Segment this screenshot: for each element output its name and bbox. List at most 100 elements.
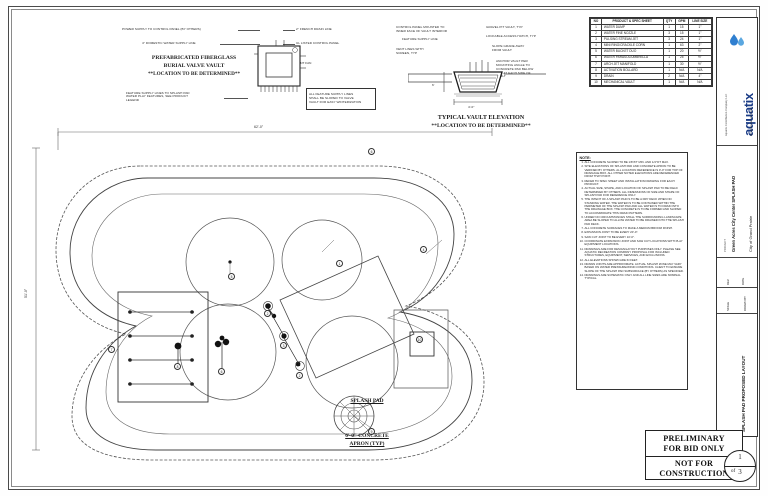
vault-detail-title-1: PREFABRICATED FIBERGLASS [151,55,237,61]
supply-line-note-text: ALL FEATURE SUPPLY LINES SHALL BE SLOPED… [309,92,362,105]
dim-vault-width: 4'-0" [468,105,475,109]
sheet-number-badge: 1 3 of [724,450,756,482]
callout-marker[interactable]: 2 [296,372,303,379]
note-item: SAW CUT JOINT TO BE EVERY 10'-0". [585,235,685,239]
plan-graphic [32,128,493,461]
label-apron-line1: 6'-0" CONCRETE [345,433,389,439]
date-label-text: DATE [741,277,745,285]
callout-marker[interactable]: 6 [218,368,225,375]
note-item: UNDER NO CIRCUMSTANCES SHALL THE SURROUN… [585,215,685,226]
revision-cell: REV DATE [717,258,757,288]
callout-slope-grade: SLOPE GRADE AWAY FROM VAULT [492,44,525,52]
callout-marker[interactable]: 9 [368,428,375,435]
company-logo-block: aquatix by landscape structures Aquatix … [717,18,757,146]
callout-feature-supply: FEATURE SUPPLY LINE [402,37,438,41]
sheet-of-label: of [731,469,736,474]
leader-line [283,30,295,31]
dim-horizontal-text: 62'-0" [254,125,264,129]
project-info-cell: Green Acres City Center SPLASH PAD City … [717,146,757,258]
notes-list: ALL CONCRETE SLOPED TO BE 1/8"/FT MIN. A… [585,160,685,281]
callout-marker[interactable]: 4 [420,246,427,253]
supply-line-note-box: ALL FEATURE SUPPLY LINES SHALL BE SLOPED… [306,88,376,110]
aquatix-logo-tagline: by landscape structures [750,107,753,136]
general-notes-block: NOTE: ALL CONCRETE SLOPED TO BE 1/8"/FT … [576,152,688,390]
callout-feature-supply-lines: FEATURE SUPPLY LINES TO SPLASH PAD WATER… [126,91,190,102]
callout-marker[interactable]: 1 [336,260,343,267]
stamp-line-1: PRELIMINARY [663,434,725,443]
project-name-text: Green Acres City Center SPLASH PAD [731,175,736,252]
spec-cell-qty: 1 [662,78,676,87]
sheet-of-value: 3 [738,468,742,476]
callout-control-panel: UL LISTED CONTROL PANEL [296,41,340,45]
leader-line [224,98,248,99]
note-item: ALL ELEVATIONS SHOWN ARE IN FEET. [585,258,685,262]
label-splash-pad: SPLASH PAD [350,398,384,404]
note-item: DRAWINGS ARE SCHEMATIC ONLY AND ALL LINE… [585,274,685,281]
note-item: EXPANSION JOINT TO BE EVERY 20'-0". [585,230,685,234]
vault-plan-detail: POWER SUPPLY TO CONTROL PANEL (BY OTHERS… [120,22,380,122]
vault-detail-title-2: BURIAL VALVE VAULT [163,63,225,69]
spec-cell-no: 10 [590,78,602,87]
spec-cell-name: MECHANICAL VAULT [600,78,664,87]
note-item: THE INTENT OF A SPLASH PAD IS TO BE A DR… [585,198,685,215]
vault-detail-title-3: **LOCATION TO BE DETERMINED** [147,71,241,77]
leader-line [238,30,260,31]
vault-elev-title-1: TYPICAL VAULT ELEVATION [437,114,525,121]
vault-box-graphic [254,40,306,92]
leader-line [220,43,260,45]
callout-gravel-pit: GRAVEL PIT VAULT, TYP [486,25,523,29]
vault-elevation-detail: CONTROL PANEL MOUNTED TO INNER FACE OF V… [396,22,572,129]
sheet-number-value: 1 [738,453,742,461]
client-name-text: City of Grand Prairie [748,215,753,252]
label-apron-line2: APRON (TYP) [349,441,385,447]
vault-elev-title-2: **LOCATION TO BE DETERMINED** [431,123,531,129]
callout-marker[interactable]: 2 [264,310,271,317]
dim-vault-depth: 6' [432,83,435,87]
company-sub-text: Aquatix Contribution Company LLC [725,93,728,136]
leader-line [283,43,295,45]
sheet-title-text: SPLASH PAD PROPOSED LAYOUT [741,355,746,432]
callout-marker[interactable]: 10 [416,336,423,343]
sheet-title-cell: SPLASH PAD PROPOSED LAYOUT [717,314,757,438]
stamp-line-3: NOT FOR [674,459,714,468]
callout-control-panel-mounted: CONTROL PANEL MOUNTED TO INNER FACE OF V… [396,25,448,33]
splash-pad-plan-view: 1 5 8 6 3 2 2 9 4 10 7 6 SPLASH PAD 6'-0… [22,120,572,470]
callout-marker[interactable]: 7 [108,346,115,353]
note-item: DRAWN JOINTS ARE APPROXIMATE. ACTUAL SPL… [585,263,685,273]
callout-french-drain: 2" FRENCH DRAIN LINE [296,27,332,31]
rev-label-text: REV [726,279,730,285]
product-spec-table: NO PRODUCT & SPEC SHEET QTY GPM LINE SIZ… [589,17,713,88]
sheet-number-divider [725,466,755,467]
callout-water-supply-line: 4" DOMESTIC WATER SUPPLY LINE [142,41,196,45]
callout-power-supply: POWER SUPPLY TO CONTROL PANEL (BY OTHERS… [122,27,201,31]
water-drop-icon [730,34,744,46]
notes-heading: NOTE: [579,155,591,160]
stamp-line-4: CONSTRUCTION [659,469,729,478]
scale-cell: SCALE DRAWN BY [717,288,757,314]
drawn-label-text: DRAWN BY [743,296,747,311]
stamp-divider [646,456,742,458]
note-item: REFER TO SPEC SHEET AND INSTALLATION DRA… [585,179,685,187]
callout-marker[interactable]: 3 [280,342,287,349]
note-item: ALL CONCRETE SURFACES TO MAKE A MEDIUM B… [585,226,685,230]
callout-marker[interactable]: 5 [228,273,235,280]
scale-label-text: SCALE [726,301,730,311]
spec-table-element: NO PRODUCT & SPEC SHEET QTY GPM LINE SIZ… [590,17,713,87]
project-label-text: PROJECT [723,238,727,252]
note-item: SITE ELEVATIONS OF SPLASH PAD AND CONCRE… [585,165,685,178]
callout-vent-lines: VENT LINES WITH SCREEN, TYP [396,47,424,55]
callout-marker[interactable]: 6 [368,148,375,155]
callout-access-hatch: LOCKABLE ACCESS HATCH, TYP [486,34,537,38]
dim-vertical-text: 51'-0" [24,288,28,298]
note-item: DRAWINGS ARE FOR DESIGN/LAYOUT PURPOSES … [585,247,685,258]
note-item: ALL CONCRETE SLOPED TO BE 1/8"/FT MIN. A… [585,160,685,164]
spec-cell-line_size: N/A [687,78,713,87]
title-block: aquatix by landscape structures Aquatix … [716,17,758,437]
callout-marker[interactable]: 8 [174,363,181,370]
note-item: ACTUAL SIZE, SHAPE, AND LOCATION OF SPLA… [585,187,685,197]
spec-cell-gpm: N/A [674,78,689,87]
